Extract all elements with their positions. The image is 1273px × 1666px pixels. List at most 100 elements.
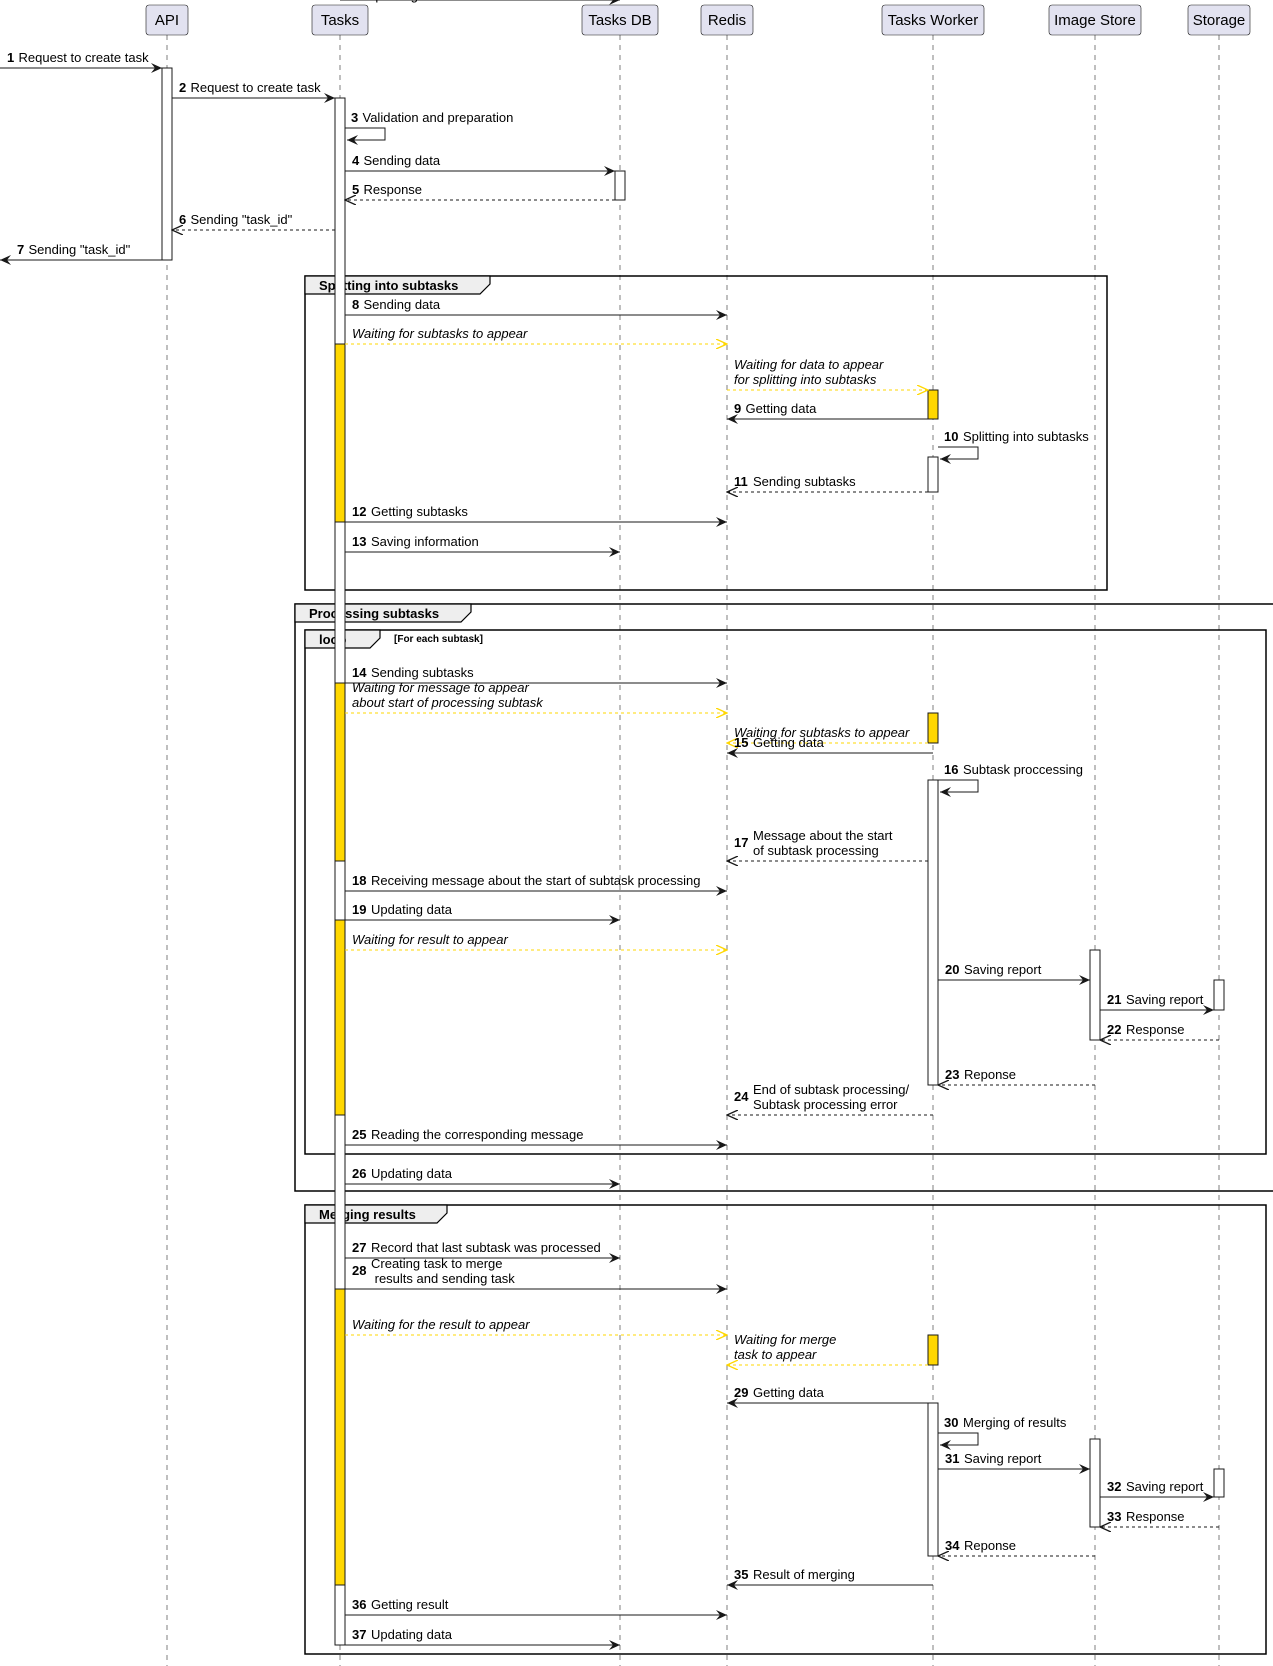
frame-border: [294, 603, 1273, 1192]
participant-storage: Storage: [1187, 4, 1251, 36]
message-async-33: Waiting for the result to appear: [345, 1317, 727, 1335]
participant-label: API: [155, 12, 179, 29]
message-async-8: Waiting for subtasks to appear: [345, 326, 727, 344]
message-arrow: [938, 446, 979, 464]
message-async-23: Waiting for result to appear: [345, 932, 727, 950]
activation-bar: [1089, 949, 1101, 1041]
activation-bar: [334, 343, 346, 523]
message-label: Waiting for result to appear: [352, 932, 509, 947]
activation-bar: [334, 97, 346, 1646]
message-arrow: [345, 127, 386, 145]
frame-border: [304, 629, 1267, 1155]
activation-bar: [334, 919, 346, 1116]
frame-label: Splitting into subtasks: [319, 278, 458, 293]
activation-bar: [927, 1334, 939, 1366]
message-arrow: [938, 779, 979, 797]
activation-bars: [161, 67, 1225, 1646]
activation-bar: [614, 170, 626, 201]
participant-worker: Tasks Worker: [881, 4, 985, 36]
message-async-17: Waiting for subtasks to appear: [727, 725, 928, 743]
participant-box: [145, 4, 189, 36]
frame-splitting-into-subtasks: Splitting into subtasks: [304, 275, 1108, 591]
participant-label: Tasks Worker: [888, 12, 979, 29]
activation-bar: [927, 712, 939, 744]
participant-box: [700, 4, 754, 36]
frame-border: [304, 275, 1108, 591]
activation-bar: [927, 1402, 939, 1557]
activation-bar: [927, 456, 939, 493]
message-arrow: [938, 1432, 979, 1450]
participant-images: Image Store: [1048, 4, 1142, 36]
activation-bar: [927, 389, 939, 420]
activation-bar: [1213, 1468, 1225, 1498]
activation-bar: [1089, 1438, 1101, 1528]
participant-label: Image Store: [1054, 12, 1136, 29]
participant-label: Storage: [1193, 12, 1246, 29]
message-label: Waiting for subtasks to appear: [734, 725, 910, 740]
participant-api: API: [145, 4, 189, 36]
participant-label: Tasks DB: [588, 12, 651, 29]
message-38: 38Updating task status: [340, 0, 620, 5]
message-label: Waiting for subtasks to appear: [352, 326, 528, 341]
activation-bar: [927, 779, 939, 1086]
participant-db: Tasks DB: [581, 4, 659, 36]
